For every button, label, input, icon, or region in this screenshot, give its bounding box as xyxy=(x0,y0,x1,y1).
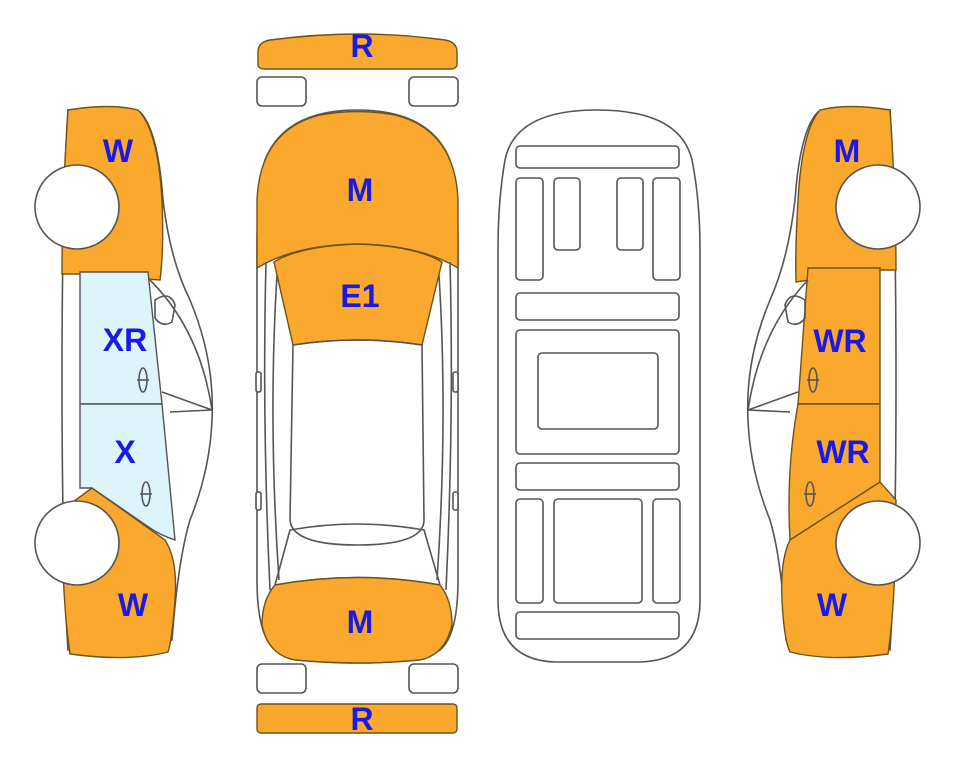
left-front-door-label: XR xyxy=(103,322,147,358)
interior-dash xyxy=(515,145,680,169)
interior-front-right-seat xyxy=(652,177,681,281)
interior-rear-center xyxy=(553,498,643,604)
interior-trunk-bar xyxy=(515,611,680,640)
top-bumper[interactable] xyxy=(257,33,458,70)
left-front-handle-icon xyxy=(137,367,149,393)
interior-front-left-seat xyxy=(515,177,544,281)
bottom-bumper-label: R xyxy=(350,701,373,737)
right-rear-quarter-label: W xyxy=(817,587,848,623)
left-mirror xyxy=(154,295,176,326)
right-window-line-2 xyxy=(747,391,799,413)
top-left-light xyxy=(256,76,307,107)
bottom-bumper-group: R xyxy=(256,663,459,737)
top-left-side-line xyxy=(263,261,271,591)
right-front-door-label: WR xyxy=(813,323,866,359)
left-front-fender-label: W xyxy=(103,133,134,169)
right-front-handle-icon xyxy=(807,367,819,393)
car-interior-view xyxy=(497,109,701,663)
trunk-panel[interactable] xyxy=(261,576,453,664)
interior-middle-panel xyxy=(537,352,659,430)
left-rear-door-label: X xyxy=(114,434,136,470)
hood-label: M xyxy=(347,172,374,208)
trunk-label: M xyxy=(347,604,374,640)
bottom-right-light xyxy=(408,663,459,694)
left-rear-door[interactable] xyxy=(79,403,176,542)
interior-rear-bar xyxy=(515,462,680,491)
left-rear-wheel-icon xyxy=(34,500,120,586)
top-bumper-label: R xyxy=(350,28,373,64)
right-front-wheel-icon xyxy=(835,164,921,250)
windshield-label: E1 xyxy=(340,278,379,314)
top-right-light xyxy=(408,76,459,107)
bottom-bumper[interactable] xyxy=(256,703,458,734)
left-rear-quarter-label: W xyxy=(118,587,149,623)
right-mirror xyxy=(784,295,806,326)
left-window-line-2 xyxy=(161,391,213,413)
top-right-mirror xyxy=(452,371,459,393)
interior-front-left-console xyxy=(553,177,581,251)
right-rear-wheel-icon xyxy=(835,500,921,586)
bottom-left-light xyxy=(256,663,307,694)
top-left-handle xyxy=(255,491,262,511)
top-right-side-line xyxy=(445,261,453,591)
right-front-fender-label: M xyxy=(834,133,861,169)
right-window-line xyxy=(747,279,809,411)
car-right-side-view: M WR WR W xyxy=(746,105,921,659)
roof-panel xyxy=(289,339,425,546)
top-right-inner-line xyxy=(436,274,444,581)
interior-front-bar xyxy=(515,292,680,321)
interior-front-right-console xyxy=(616,177,644,251)
left-window-line xyxy=(149,279,213,411)
car-top-view: M E1 M xyxy=(255,109,459,664)
interior-rear-left-seat xyxy=(515,498,544,604)
right-rear-door-label: WR xyxy=(816,434,869,470)
right-rear-handle-icon xyxy=(804,481,816,507)
top-left-mirror xyxy=(255,371,262,393)
top-bumper-group: R xyxy=(256,28,459,107)
top-left-inner-line xyxy=(272,274,280,581)
interior-rear-right-seat xyxy=(652,498,681,604)
car-left-side-view: W W XR X xyxy=(34,105,214,659)
left-front-wheel-icon xyxy=(34,164,120,250)
top-right-handle xyxy=(452,491,459,511)
left-rear-handle-icon xyxy=(140,481,152,507)
